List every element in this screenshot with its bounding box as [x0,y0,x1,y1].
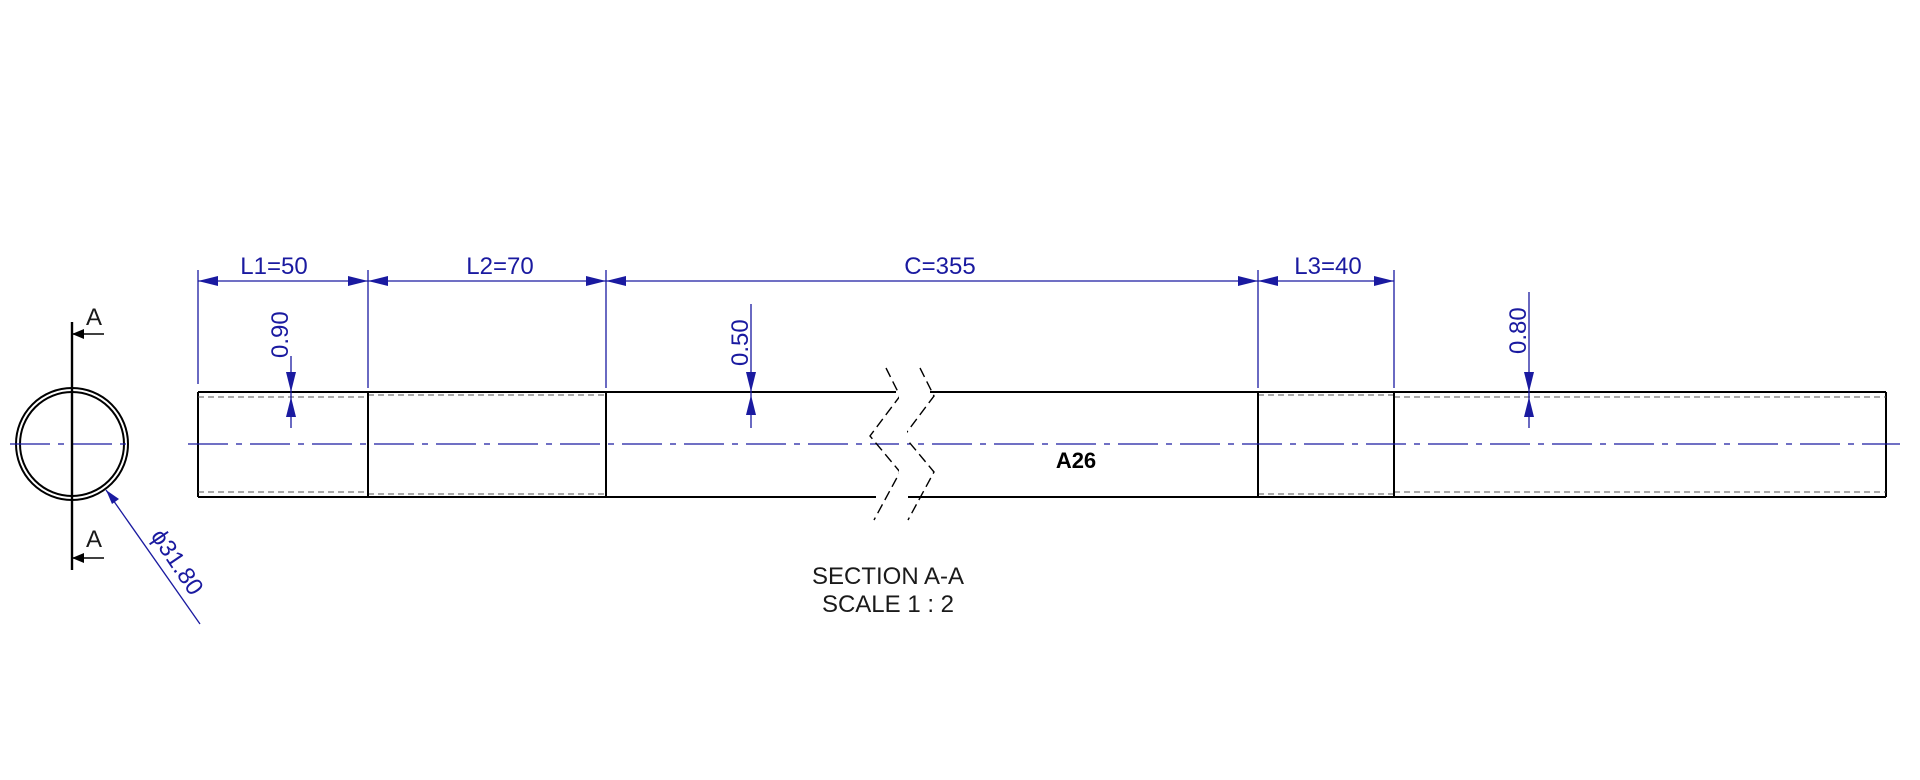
length-dimensions: L1=50 L2=70 C=355 L3=40 [197,253,1395,388]
dim-arrow-c-right [1238,276,1258,286]
section-marker-top: A [86,304,102,331]
dimension-l2-label: L2=70 [466,253,533,280]
section-arrow-bottom-head [72,553,84,563]
dimension-l3-label: L3=40 [1294,253,1361,280]
wall-arrow-2-down [746,372,756,392]
end-view: A A ϕ31.80 [10,304,209,625]
dimension-c-label: C=355 [904,253,975,280]
wall-arrow-2-up [746,395,756,415]
section-marker-bottom: A [86,526,102,553]
dim-arrow-l3-right [1374,276,1394,286]
dim-arrow-l2-right [586,276,606,286]
wall-arrow-1-down [286,372,296,392]
dim-arrow-l3-left [1258,276,1278,286]
wall-arrow-3-up [1524,397,1534,417]
tube-profile: A26 [188,367,1900,521]
section-arrow-top-head [72,329,84,339]
wall-thickness-3-label: 0.80 [1505,307,1532,354]
wall-thickness-dimensions: 0.90 0.50 0.80 [267,292,1534,428]
section-caption: SECTION A-A SCALE 1 : 2 [812,563,964,618]
break-line-left [869,367,901,521]
caption-section-title: SECTION A-A [812,563,964,590]
dim-arrow-c-left [606,276,626,286]
diameter-leader-line [105,489,201,625]
part-label: A26 [1056,448,1096,473]
diameter-leader-arrow [106,490,119,504]
dim-arrow-l2-left [368,276,388,286]
caption-scale: SCALE 1 : 2 [822,591,954,618]
break-gap-mask [899,388,907,502]
wall-arrow-1-up [286,397,296,417]
wall-thickness-2-label: 0.50 [727,319,754,366]
dimension-l1-label: L1=50 [240,253,307,280]
wall-thickness-1-label: 0.90 [267,311,294,358]
dim-arrow-l1-right [348,276,368,286]
dim-arrow-l1-left [198,276,218,286]
wall-arrow-3-down [1524,372,1534,392]
diameter-dimension-label: ϕ31.80 [145,524,208,600]
